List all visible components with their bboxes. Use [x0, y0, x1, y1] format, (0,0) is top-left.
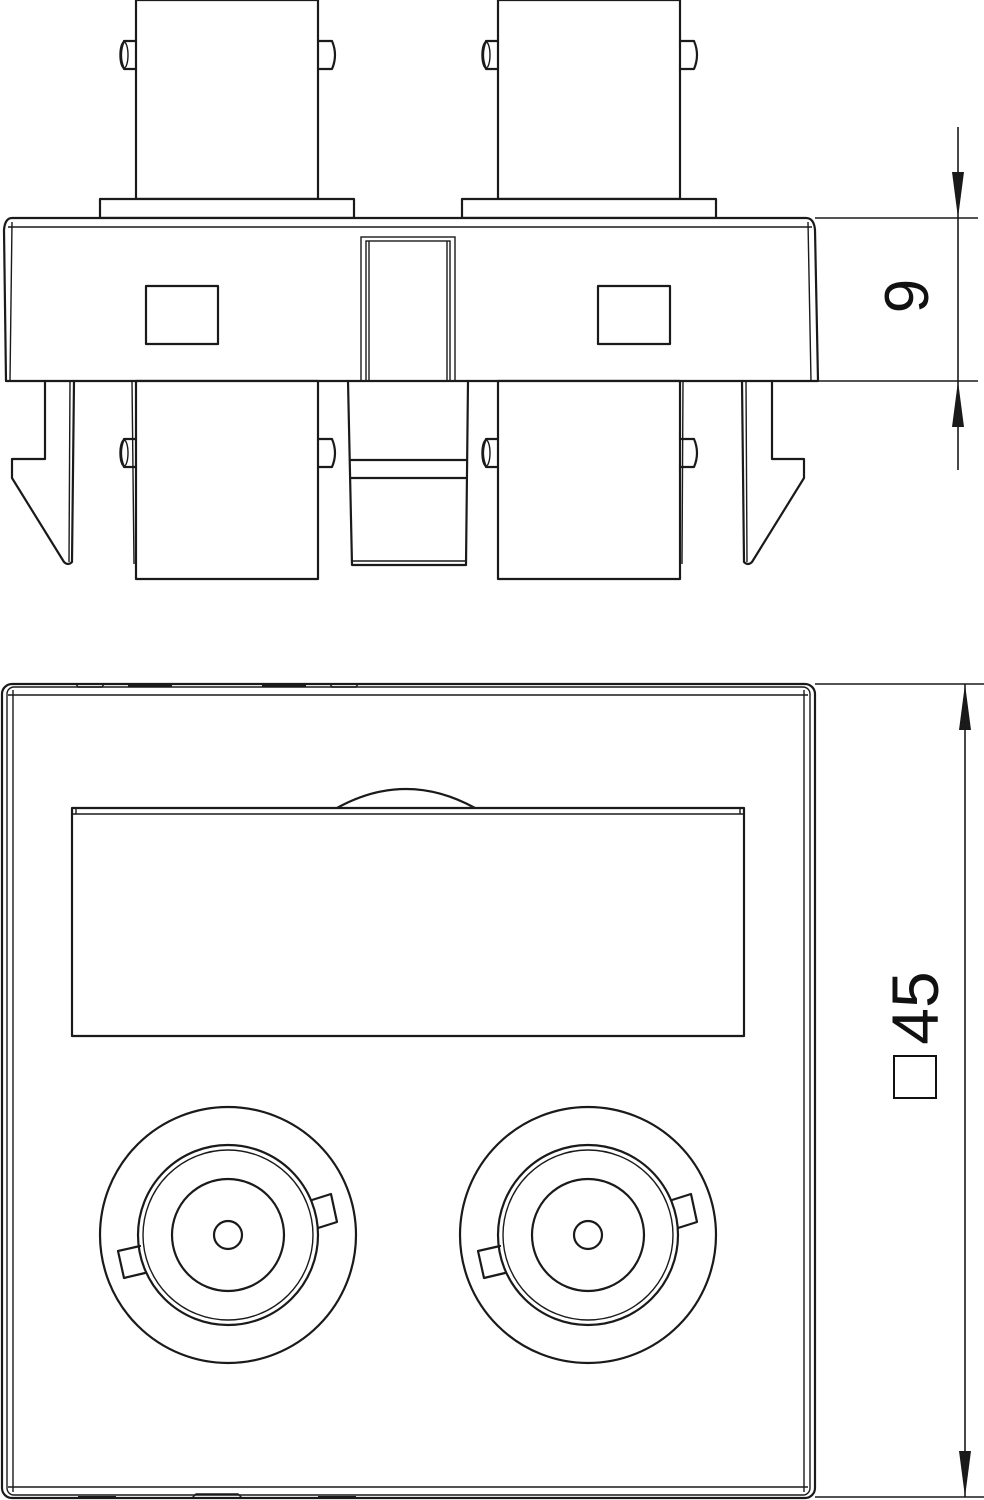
bnc-body-top-left — [98, 0, 356, 220]
dimension-9 — [815, 127, 978, 470]
bnc-body-bottom-right — [481, 379, 699, 581]
side-view — [2, 0, 978, 581]
dimension-45-value: 45 — [878, 971, 952, 1045]
module-outer-frame — [0, 682, 817, 1500]
bnc-socket-left — [98, 1105, 358, 1365]
center-jack-bottom — [346, 379, 470, 567]
label-window — [70, 788, 746, 1038]
dimension-45-label: 45 — [878, 940, 952, 1130]
bnc-body-bottom-left — [119, 379, 337, 581]
front-view — [0, 682, 984, 1500]
square-symbol-icon — [893, 1054, 937, 1099]
bnc-socket-right — [458, 1105, 718, 1365]
snap-hook-right — [740, 379, 806, 566]
module-frame — [2, 216, 820, 383]
dimension-9-label: 9 — [873, 278, 942, 314]
snap-hook-left — [10, 379, 76, 566]
dimension-45 — [815, 683, 984, 1498]
bnc-body-top-right — [460, 0, 718, 220]
